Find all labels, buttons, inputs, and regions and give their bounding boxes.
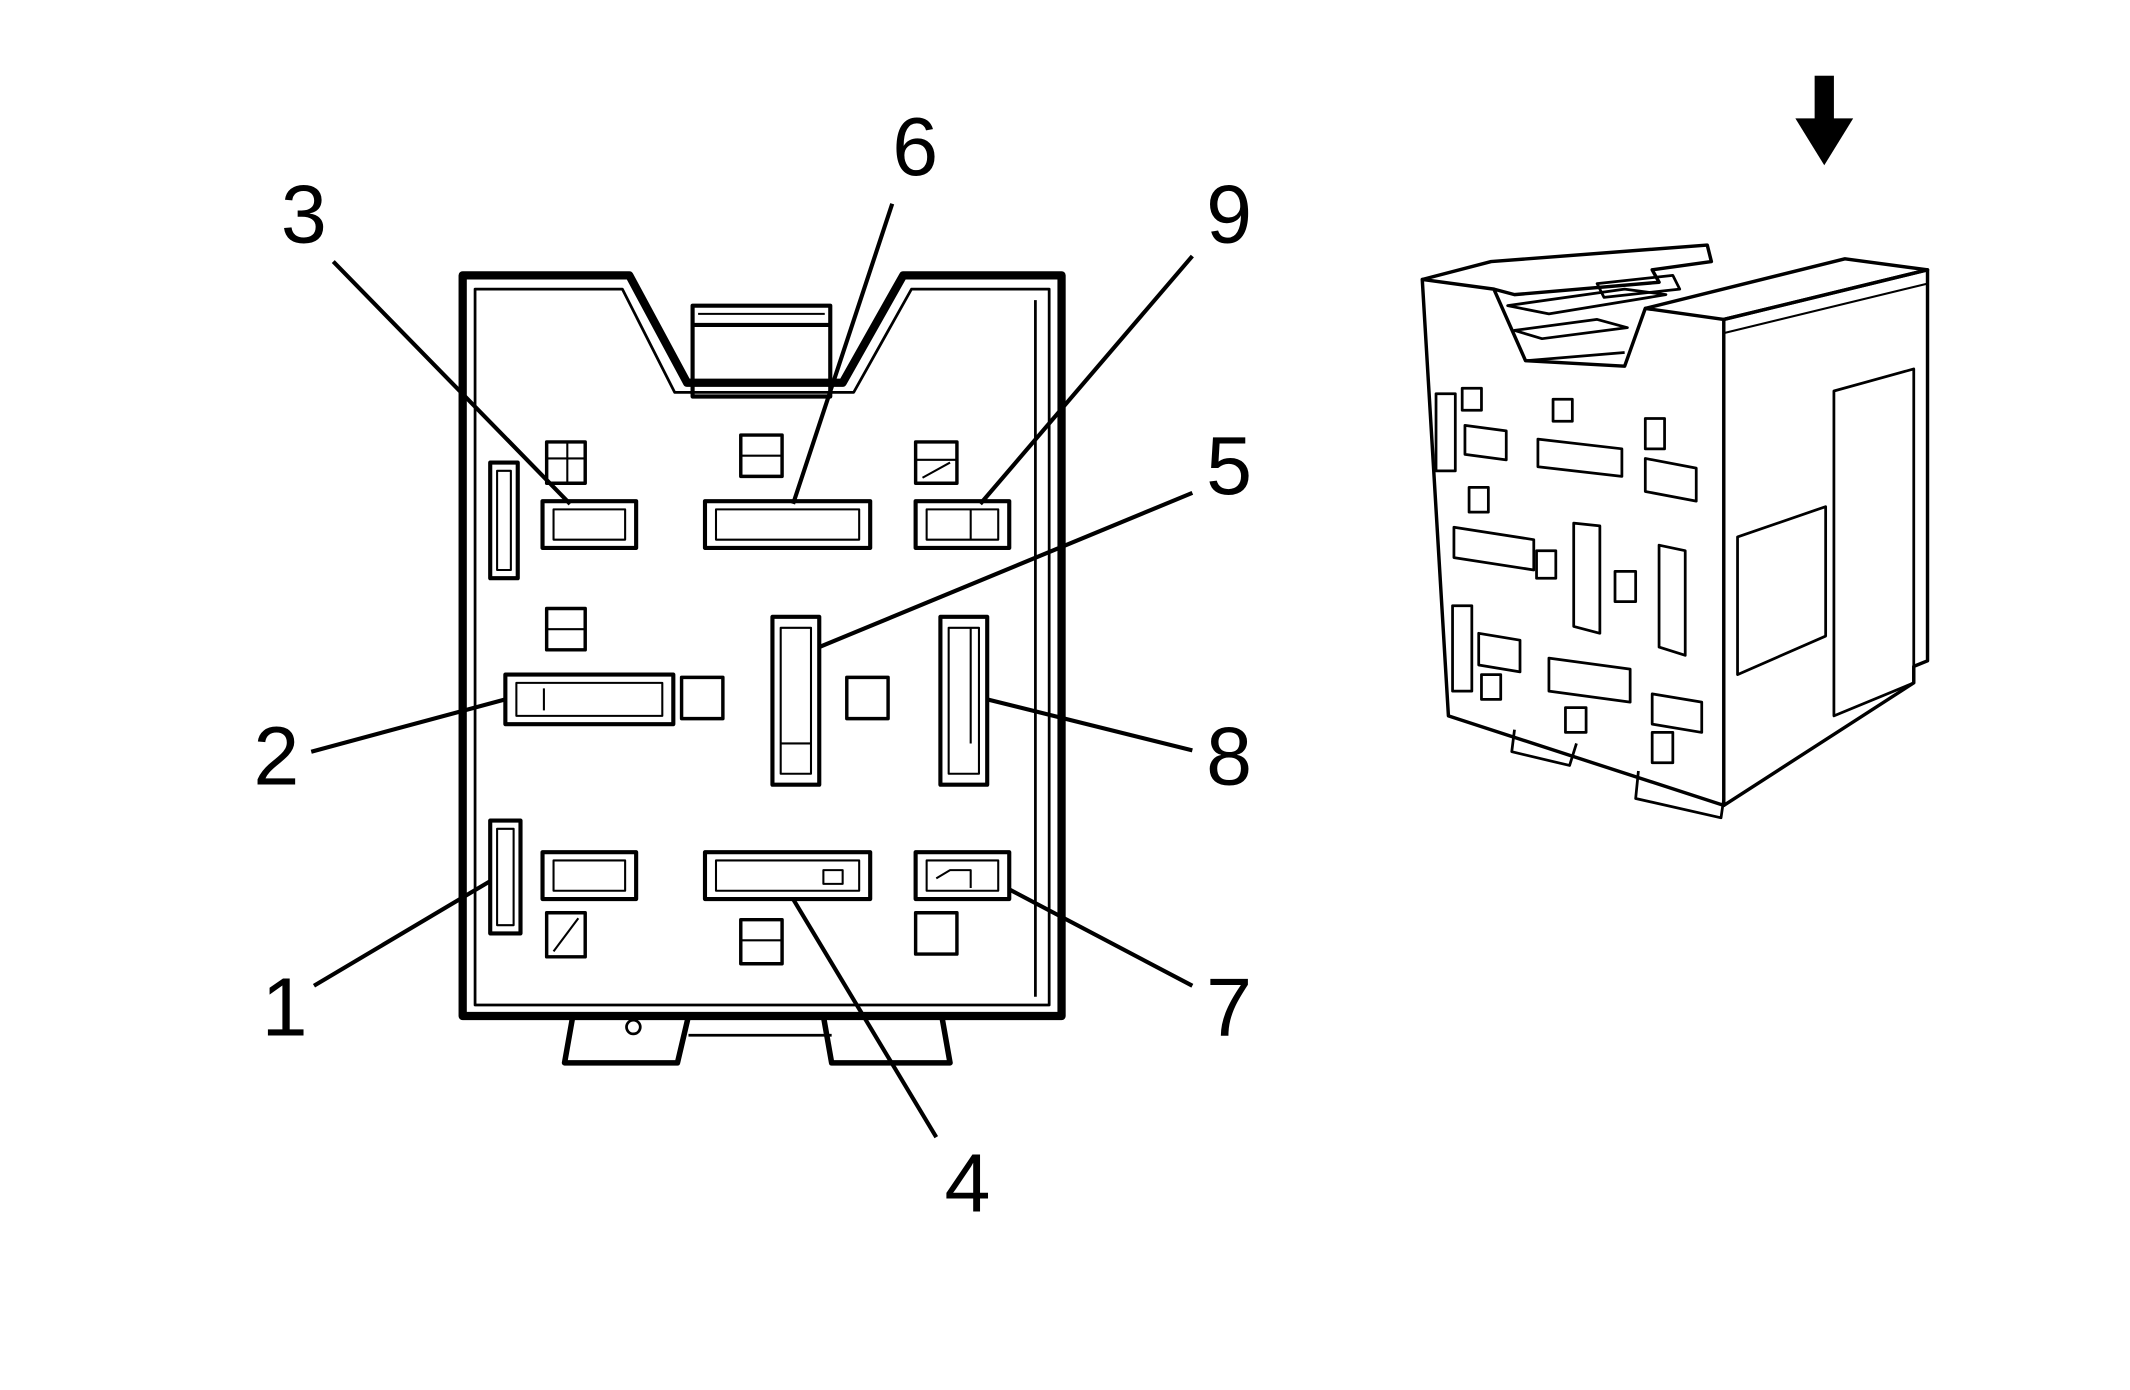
- pin-label-7: 7: [1206, 960, 1252, 1053]
- leader-7: [1008, 887, 1194, 988]
- iso-side-face: [1722, 268, 1930, 807]
- iso-side-window: [1736, 505, 1828, 676]
- cavity-4: [702, 850, 873, 902]
- leader-3: [331, 260, 572, 506]
- pin-label-3: 3: [281, 167, 327, 260]
- iso-bottom-feet: [1510, 729, 1726, 820]
- connector-isometric-view: [1420, 75, 1930, 820]
- down-arrow-icon: [1795, 75, 1854, 166]
- iso-top-left: [1421, 243, 1714, 297]
- cavity-2: [503, 672, 676, 727]
- pin-label-6: 6: [892, 100, 938, 193]
- housing-inner-outline: [473, 287, 1051, 1007]
- leader-8: [986, 697, 1193, 753]
- leader-2: [310, 697, 506, 754]
- bottom-feet: [561, 1015, 953, 1066]
- leader-5: [818, 490, 1194, 649]
- cavity-5: [770, 614, 822, 787]
- iso-cavities: [1434, 386, 1704, 765]
- cavity-7: [913, 850, 1012, 902]
- cavity-1: [488, 818, 523, 936]
- iso-side-panel: [1832, 367, 1916, 718]
- cavity-3: [540, 499, 639, 551]
- pin-label-4: 4: [945, 1137, 991, 1230]
- iso-latch: [1506, 273, 1682, 363]
- pin-label-2: 2: [253, 710, 299, 803]
- cavity-6: [702, 499, 873, 551]
- leader-9: [978, 254, 1194, 506]
- cavity-4-upper-left: [540, 850, 639, 902]
- housing-outline: [458, 271, 1066, 1021]
- left-upper-slot: [488, 460, 520, 581]
- pin-labels: 1 2 3 4 5 6 7 8 9: [253, 100, 1252, 1230]
- leader-4: [791, 897, 939, 1139]
- leader-lines: [310, 203, 1194, 1139]
- pin-label-1: 1: [262, 960, 308, 1053]
- iso-top-right: [1644, 257, 1930, 322]
- square-markers: [544, 433, 959, 966]
- cavity-9: [913, 499, 1012, 551]
- pin-label-5: 5: [1206, 419, 1252, 512]
- cavity-8: [938, 614, 990, 787]
- top-latch: [690, 303, 833, 399]
- connector-front-view: [310, 203, 1194, 1139]
- leader-1: [312, 879, 492, 988]
- leader-6: [791, 203, 895, 505]
- pin-label-9: 9: [1206, 167, 1252, 260]
- pin-label-8: 8: [1206, 710, 1252, 803]
